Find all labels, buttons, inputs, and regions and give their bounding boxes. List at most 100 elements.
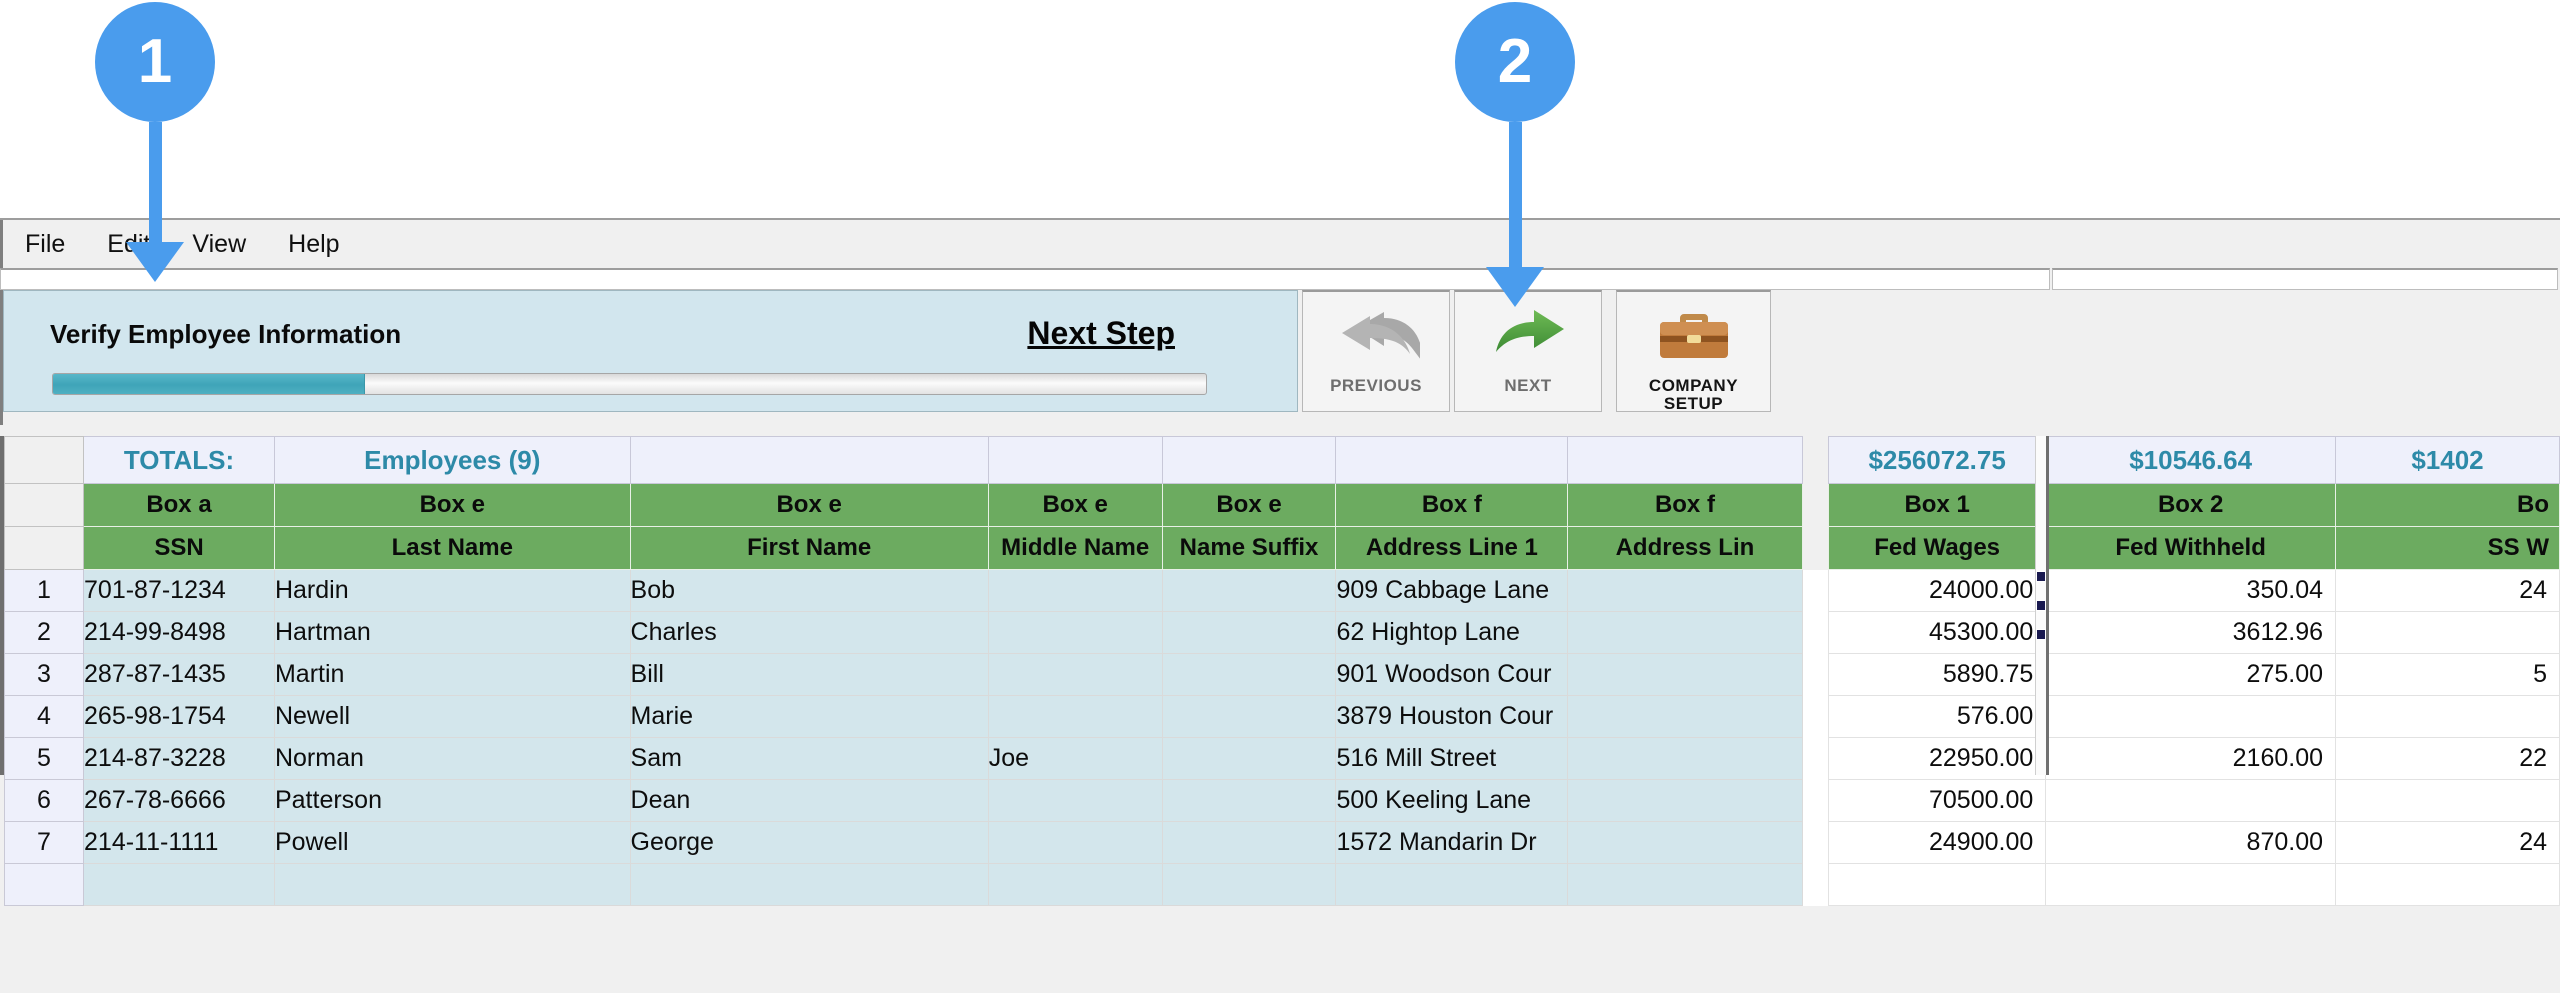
cell-fed-withheld[interactable]: 2160.00 <box>2045 737 2337 780</box>
cell-address-line-2[interactable] <box>1567 611 1803 654</box>
cell-fed-wages[interactable]: 45300.00 <box>1827 611 2047 654</box>
cell-address-line-1[interactable]: 3879 Houston Cour <box>1335 695 1569 738</box>
cell-address-line-2[interactable] <box>1567 695 1803 738</box>
column-header-ss-wages[interactable]: SS W <box>2335 526 2560 570</box>
cell-middle-name[interactable] <box>987 653 1163 696</box>
cell-last-name[interactable] <box>273 863 631 906</box>
cell-ss-wages[interactable]: 5 <box>2335 653 2560 696</box>
cell-address-line-2[interactable] <box>1567 821 1803 864</box>
column-header-middle-name[interactable]: Middle Name <box>987 526 1163 570</box>
column-header-fed-withheld[interactable]: Fed Withheld <box>2045 526 2337 570</box>
cell-ssn[interactable]: 267-78-6666 <box>83 779 275 822</box>
cell-ss-wages[interactable]: 22 <box>2335 737 2560 780</box>
cell-address-line-2[interactable] <box>1567 569 1803 612</box>
cell-first-name[interactable]: Bob <box>629 569 989 612</box>
cell-address-line-2[interactable] <box>1567 779 1803 822</box>
row-number[interactable] <box>3 863 85 906</box>
cell-name-suffix[interactable] <box>1161 611 1337 654</box>
cell-last-name[interactable]: Powell <box>273 821 631 864</box>
cell-fed-wages[interactable]: 24000.00 <box>1827 569 2047 612</box>
cell-fed-withheld[interactable] <box>2045 863 2337 906</box>
cell-fed-withheld[interactable]: 3612.96 <box>2045 611 2337 654</box>
cell-middle-name[interactable] <box>987 611 1163 654</box>
column-header-first-name[interactable]: First Name <box>629 526 989 570</box>
cell-fed-wages[interactable] <box>1827 863 2047 906</box>
cell-fed-withheld[interactable]: 275.00 <box>2045 653 2337 696</box>
cell-address-line-1[interactable]: 909 Cabbage Lane <box>1335 569 1569 612</box>
cell-address-line-2[interactable] <box>1567 863 1803 906</box>
cell-last-name[interactable]: Hartman <box>273 611 631 654</box>
cell-address-line-1[interactable]: 500 Keeling Lane <box>1335 779 1569 822</box>
cell-ss-wages[interactable] <box>2335 779 2560 822</box>
cell-last-name[interactable]: Martin <box>273 653 631 696</box>
cell-ss-wages[interactable]: 24 <box>2335 569 2560 612</box>
cell-ss-wages[interactable] <box>2335 611 2560 654</box>
cell-last-name[interactable]: Patterson <box>273 779 631 822</box>
cell-fed-withheld[interactable] <box>2045 779 2337 822</box>
cell-address-line-1[interactable]: 62 Hightop Lane <box>1335 611 1569 654</box>
cell-name-suffix[interactable] <box>1161 821 1337 864</box>
cell-first-name[interactable]: Charles <box>629 611 989 654</box>
cell-name-suffix[interactable] <box>1161 737 1337 780</box>
cell-name-suffix[interactable] <box>1161 695 1337 738</box>
cell-address-line-2[interactable] <box>1567 737 1803 780</box>
cell-last-name[interactable]: Norman <box>273 737 631 780</box>
cell-ssn[interactable]: 214-87-3228 <box>83 737 275 780</box>
cell-ssn[interactable]: 287-87-1435 <box>83 653 275 696</box>
cell-ss-wages[interactable] <box>2335 863 2560 906</box>
column-header-ssn[interactable]: SSN <box>83 526 275 570</box>
cell-middle-name[interactable] <box>987 821 1163 864</box>
row-number[interactable]: 7 <box>3 821 85 864</box>
employee-grid[interactable]: TOTALS: Employees (9) $256072.75 $10546.… <box>0 436 2560 906</box>
cell-ssn[interactable] <box>83 863 275 906</box>
cell-ss-wages[interactable] <box>2335 695 2560 738</box>
cell-fed-wages[interactable]: 70500.00 <box>1827 779 2047 822</box>
cell-ssn[interactable]: 214-11-1111 <box>83 821 275 864</box>
next-step-link[interactable]: Next Step <box>1027 315 1175 351</box>
cell-first-name[interactable]: Dean <box>629 779 989 822</box>
column-header-name-suffix[interactable]: Name Suffix <box>1161 526 1337 570</box>
cell-fed-wages[interactable]: 22950.00 <box>1827 737 2047 780</box>
cell-last-name[interactable]: Hardin <box>273 569 631 612</box>
cell-fed-wages[interactable]: 24900.00 <box>1827 821 2047 864</box>
row-number[interactable]: 4 <box>3 695 85 738</box>
cell-first-name[interactable]: Bill <box>629 653 989 696</box>
cell-first-name[interactable] <box>629 863 989 906</box>
column-header-address-line-1[interactable]: Address Line 1 <box>1335 526 1569 570</box>
row-number[interactable]: 3 <box>3 653 85 696</box>
row-number[interactable]: 2 <box>3 611 85 654</box>
cell-address-line-1[interactable] <box>1335 863 1569 906</box>
cell-address-line-1[interactable]: 516 Mill Street <box>1335 737 1569 780</box>
cell-ssn[interactable]: 265-98-1754 <box>83 695 275 738</box>
column-header-fed-wages[interactable]: Fed Wages <box>1827 526 2047 570</box>
cell-name-suffix[interactable] <box>1161 653 1337 696</box>
column-header-last-name[interactable]: Last Name <box>273 526 631 570</box>
cell-middle-name[interactable]: Joe <box>987 737 1163 780</box>
cell-first-name[interactable]: Marie <box>629 695 989 738</box>
previous-button[interactable]: PREVIOUS <box>1302 290 1450 412</box>
menu-item-view[interactable]: View <box>192 229 247 258</box>
cell-first-name[interactable]: Sam <box>629 737 989 780</box>
cell-ssn[interactable]: 214-99-8498 <box>83 611 275 654</box>
column-header-address-line-2[interactable]: Address Lin <box>1567 526 1803 570</box>
cell-name-suffix[interactable] <box>1161 863 1337 906</box>
menu-item-help[interactable]: Help <box>288 229 340 258</box>
cell-ssn[interactable]: 701-87-1234 <box>83 569 275 612</box>
cell-address-line-1[interactable]: 901 Woodson Cour <box>1335 653 1569 696</box>
cell-address-line-1[interactable]: 1572 Mandarin Dr <box>1335 821 1569 864</box>
cell-middle-name[interactable] <box>987 779 1163 822</box>
row-number[interactable]: 1 <box>3 569 85 612</box>
grid-column-splitter[interactable] <box>2035 436 2049 775</box>
cell-fed-withheld[interactable]: 870.00 <box>2045 821 2337 864</box>
next-button[interactable]: NEXT <box>1454 290 1602 412</box>
menu-item-file[interactable]: File <box>25 229 66 258</box>
cell-ss-wages[interactable]: 24 <box>2335 821 2560 864</box>
cell-middle-name[interactable] <box>987 863 1163 906</box>
cell-name-suffix[interactable] <box>1161 569 1337 612</box>
cell-fed-wages[interactable]: 576.00 <box>1827 695 2047 738</box>
cell-fed-wages[interactable]: 5890.75 <box>1827 653 2047 696</box>
cell-first-name[interactable]: George <box>629 821 989 864</box>
cell-middle-name[interactable] <box>987 695 1163 738</box>
cell-fed-withheld[interactable] <box>2045 695 2337 738</box>
